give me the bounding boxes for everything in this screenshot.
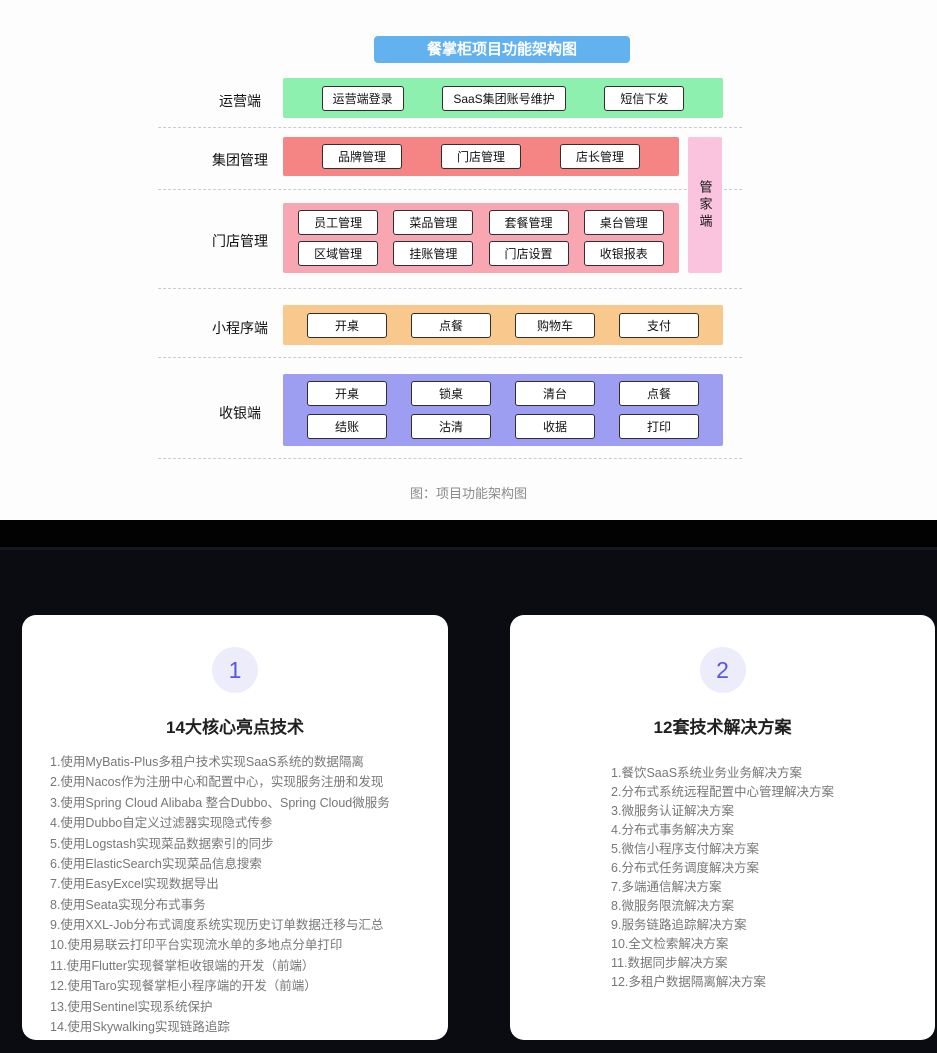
list-item: 4.分布式事务解决方案 bbox=[611, 823, 734, 837]
list-item: 3.使用Spring Cloud Alibaba 整合Dubbo、Spring … bbox=[50, 795, 390, 810]
row-label-cashier: 收银端 bbox=[219, 405, 261, 421]
feature-box: 锁桌 bbox=[411, 381, 491, 407]
list-item: 13.使用Sentinel实现系统保护 bbox=[50, 999, 213, 1014]
architecture-slide: 餐掌柜项目功能架构图 运营端 运营端登录 SaaS集团账号维护 短信下发 集团管… bbox=[0, 0, 937, 520]
list-item: 12.使用Taro实现餐掌柜小程序端的开发（前端） bbox=[50, 979, 317, 994]
feature-box: 菜品管理 bbox=[393, 209, 474, 235]
list-item: 1.使用MyBatis-Plus多租户技术实现SaaS系统的数据隔离 bbox=[50, 755, 364, 769]
list-item: 8.使用Seata实现分布式事务 bbox=[50, 897, 206, 912]
feature-box: 点餐 bbox=[411, 312, 491, 338]
feature-box: 收银报表 bbox=[583, 241, 664, 267]
card-title: 14大核心亮点技术 bbox=[166, 718, 304, 737]
dashed-divider bbox=[158, 357, 742, 358]
summary-slide: 1 14大核心亮点技术 1.使用MyBatis-Plus多租户技术实现SaaS系… bbox=[0, 550, 937, 1053]
card-title: 12套技术解决方案 bbox=[653, 718, 792, 737]
list-item: 5.使用Logstash实现菜品数据索引的同步 bbox=[50, 836, 274, 851]
list-item: 1.餐饮SaaS系统业务业务解决方案 bbox=[611, 766, 803, 780]
band-row: 开桌 锁桌 清台 点餐 bbox=[283, 381, 723, 407]
feature-box: 点餐 bbox=[619, 381, 699, 407]
feature-box: SaaS集团账号维护 bbox=[442, 85, 566, 111]
list-item: 12.多租户数据隔离解决方案 bbox=[611, 975, 766, 989]
list-item: 6.使用ElasticSearch实现菜品信息搜索 bbox=[50, 856, 262, 871]
list-item: 7.多端通信解决方案 bbox=[611, 880, 722, 894]
dashed-divider bbox=[158, 288, 742, 289]
list-item: 5.微信小程序支付解决方案 bbox=[611, 842, 759, 856]
list-item: 8.微服务限流解决方案 bbox=[611, 899, 734, 913]
band-row: 员工管理 菜品管理 套餐管理 桌台管理 bbox=[283, 209, 679, 235]
band-row: 区域管理 挂账管理 门店设置 收银报表 bbox=[283, 241, 679, 267]
list-item: 14.使用Skywalking实现链路追踪 bbox=[50, 1019, 230, 1034]
feature-box: 购物车 bbox=[515, 312, 595, 338]
diagram-title: 餐掌柜项目功能架构图 bbox=[374, 36, 630, 63]
feature-box: 门店设置 bbox=[488, 241, 569, 267]
list-item: 10.使用易联云打印平台实现流水单的多地点分单打印 bbox=[50, 938, 343, 953]
feature-box: 清台 bbox=[515, 381, 595, 407]
feature-box: 沽清 bbox=[411, 413, 491, 439]
feature-box: 运营端登录 bbox=[321, 85, 404, 111]
list-item: 10.全文检索解决方案 bbox=[611, 937, 729, 951]
highlights-list: 1.使用MyBatis-Plus多租户技术实现SaaS系统的数据隔离 2.使用N… bbox=[50, 752, 420, 1037]
feature-box: 员工管理 bbox=[298, 209, 379, 235]
list-item: 2.使用Nacos作为注册中心和配置中心，实现服务注册和发现 bbox=[50, 775, 384, 790]
row-label-group: 集团管理 bbox=[212, 152, 268, 168]
feature-box: 挂账管理 bbox=[393, 241, 474, 267]
side-band-label: 管家端 bbox=[697, 179, 713, 231]
solutions-list: 1.餐饮SaaS系统业务业务解决方案 2.分布式系统远程配置中心管理解决方案 3… bbox=[611, 764, 834, 992]
dashed-divider bbox=[158, 458, 742, 459]
feature-box: 开桌 bbox=[307, 381, 387, 407]
list-item: 3.微服务认证解决方案 bbox=[611, 804, 734, 818]
list-item: 4.使用Dubbo自定义过滤器实现隐式传参 bbox=[50, 816, 273, 831]
feature-box: 收据 bbox=[515, 413, 595, 439]
feature-box: 短信下发 bbox=[604, 85, 685, 111]
feature-box: 品牌管理 bbox=[322, 144, 402, 169]
card-number-badge: 1 bbox=[212, 647, 258, 693]
feature-box: 门店管理 bbox=[441, 144, 521, 169]
list-item: 9.使用XXL-Job分布式调度系统实现历史订单数据迁移与汇总 bbox=[50, 918, 384, 932]
diagram-caption: 图：项目功能架构图 bbox=[409, 486, 527, 501]
list-item: 11.使用Flutter实现餐掌柜收银端的开发（前端） bbox=[50, 958, 315, 973]
dashed-divider bbox=[158, 189, 742, 190]
row-band-miniprogram: 开桌 点餐 购物车 支付 bbox=[283, 305, 723, 345]
solutions-list-wrap: 1.餐饮SaaS系统业务业务解决方案 2.分布式系统远程配置中心管理解决方案 3… bbox=[538, 738, 907, 992]
row-band-store: 员工管理 菜品管理 套餐管理 桌台管理 区域管理 挂账管理 门店设置 收银报表 bbox=[283, 203, 679, 273]
feature-box: 打印 bbox=[619, 413, 699, 439]
list-item: 7.使用EasyExcel实现数据导出 bbox=[50, 877, 219, 892]
feature-box: 桌台管理 bbox=[583, 209, 664, 235]
feature-box: 开桌 bbox=[307, 312, 387, 338]
list-item: 11.数据同步解决方案 bbox=[611, 956, 728, 970]
feature-box: 支付 bbox=[619, 312, 699, 338]
list-item: 9.服务链路追踪解决方案 bbox=[611, 918, 747, 932]
feature-box: 套餐管理 bbox=[488, 209, 569, 235]
row-label-operations: 运营端 bbox=[219, 93, 261, 109]
feature-box: 店长管理 bbox=[560, 144, 640, 169]
highlights-card: 1 14大核心亮点技术 1.使用MyBatis-Plus多租户技术实现SaaS系… bbox=[22, 615, 448, 1040]
list-item: 2.分布式系统远程配置中心管理解决方案 bbox=[611, 785, 834, 799]
row-label-store: 门店管理 bbox=[212, 233, 268, 249]
band-row: 结账 沽清 收据 打印 bbox=[283, 413, 723, 439]
row-band-group: 品牌管理 门店管理 店长管理 bbox=[283, 137, 679, 176]
row-band-operations: 运营端登录 SaaS集团账号维护 短信下发 bbox=[283, 78, 723, 118]
feature-box: 结账 bbox=[307, 413, 387, 439]
row-band-cashier: 开桌 锁桌 清台 点餐 结账 沽清 收据 打印 bbox=[283, 374, 723, 446]
solutions-card: 2 12套技术解决方案 1.餐饮SaaS系统业务业务解决方案 2.分布式系统远程… bbox=[510, 615, 935, 1040]
dashed-divider bbox=[158, 127, 742, 128]
divider-strip bbox=[0, 520, 937, 550]
list-item: 6.分布式任务调度解决方案 bbox=[611, 861, 759, 875]
card-number-badge: 2 bbox=[699, 647, 746, 693]
feature-box: 区域管理 bbox=[298, 241, 379, 267]
row-label-miniprogram: 小程序端 bbox=[212, 320, 268, 336]
side-band-butler: 管家端 bbox=[688, 137, 722, 273]
